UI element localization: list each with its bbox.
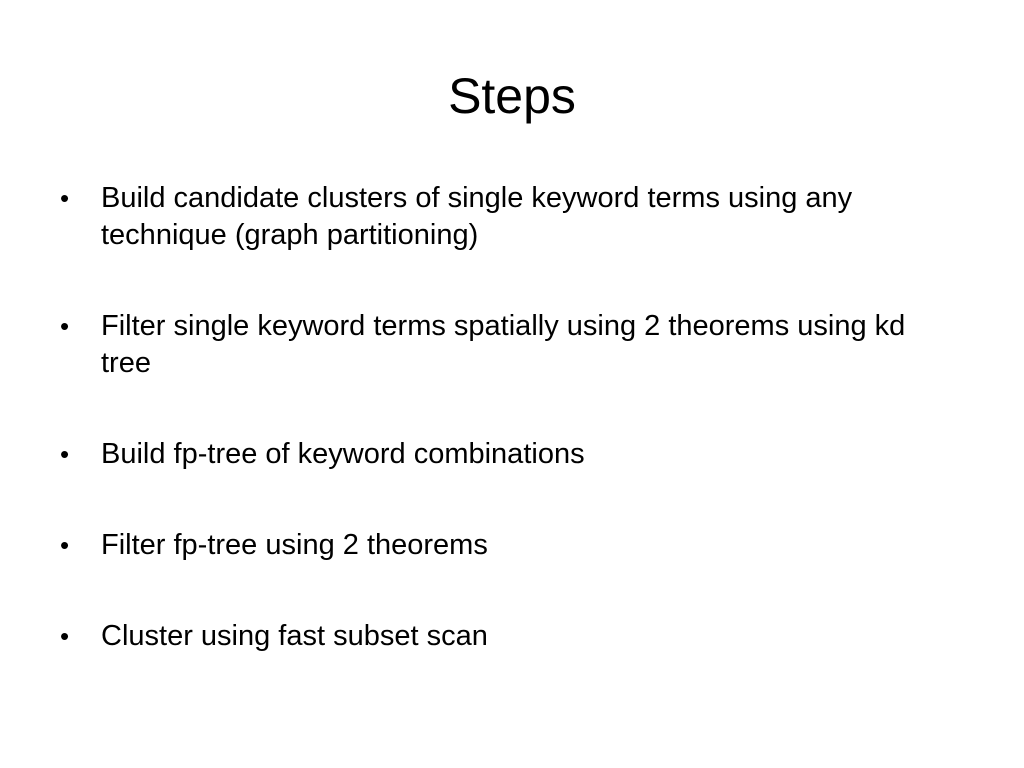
bullet-icon: •: [60, 311, 70, 341]
bullet-text: Filter single keyword terms spatially us…: [101, 310, 906, 379]
bullet-text: Filter fp-tree using 2 theorems: [101, 529, 488, 561]
bullet-icon: •: [60, 183, 70, 213]
slide-title: Steps: [448, 68, 576, 124]
bullet-icon: •: [60, 530, 70, 560]
bullet-list: • Build candidate clusters of single key…: [60, 180, 960, 655]
list-item: • Build candidate clusters of single key…: [60, 180, 960, 254]
list-item: • Filter fp-tree using 2 theorems: [60, 527, 960, 564]
bullet-icon: •: [60, 621, 70, 651]
bullet-text: Build fp-tree of keyword combinations: [101, 438, 585, 470]
bullet-icon: •: [60, 439, 70, 469]
list-item: • Build fp-tree of keyword combinations: [60, 436, 960, 473]
list-item: • Filter single keyword terms spatially …: [60, 308, 960, 382]
list-item: • Cluster using fast subset scan: [60, 618, 960, 655]
bullet-text: Cluster using fast subset scan: [101, 620, 488, 652]
bullet-text: Build candidate clusters of single keywo…: [101, 182, 853, 251]
